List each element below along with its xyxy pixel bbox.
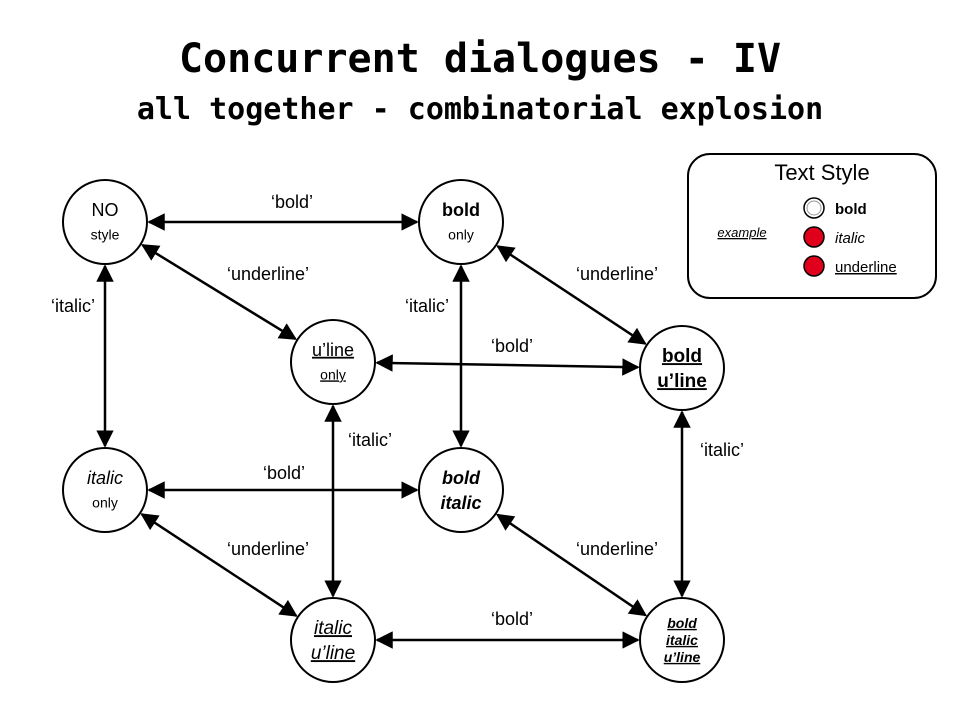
transition-arrow-bold-italic-to-bold-italic-uline — [495, 513, 648, 617]
state-circle-bold — [418, 179, 504, 265]
state-bold-italic: bold italic — [418, 447, 504, 533]
state-label-bold-uline-2: u’line — [657, 371, 707, 392]
legend-italic-indicator — [803, 226, 825, 248]
slide-title: Concurrent dialogues - IV — [178, 36, 782, 82]
transition-label-italic-uline-to-bold-italic-uline: ‘bold’ — [491, 609, 533, 629]
state-label-bold-1: bold — [442, 200, 480, 220]
legend-italic-label: italic — [835, 230, 866, 247]
transition-arrow-italic-to-italic-uline — [140, 513, 298, 617]
state-circle-bold-italic-uline — [639, 597, 725, 683]
state-bold: bold only — [418, 179, 504, 265]
transition-label-bold-to-bold-italic: ‘italic’ — [405, 296, 449, 316]
transition-arrow-uline-to-bold-uline — [375, 354, 640, 376]
state-uline: u’line only — [290, 319, 376, 405]
state-label-uline-1: u’line — [312, 340, 354, 360]
transition-arrow-none-to-uline — [141, 243, 297, 341]
state-label-bold-italic-2: italic — [440, 493, 481, 513]
state-circle-bold-uline — [639, 325, 725, 411]
state-italic: italic only — [62, 447, 148, 533]
transition-label-none-to-uline: ‘underline’ — [227, 264, 309, 284]
state-none: NO style — [62, 179, 148, 265]
state-label-italic-uline-1: italic — [314, 618, 353, 639]
state-label-bold-2: only — [448, 226, 474, 242]
state-label-uline-2: only — [320, 366, 346, 382]
transition-label-bold-uline-to-bold-italic-uline: ‘italic’ — [700, 440, 744, 460]
state-label-bold-italic-uline-1: bold — [667, 615, 697, 631]
slide-subtitle: all together - combinatorial explosion — [136, 92, 824, 127]
state-label-bold-italic-1: bold — [442, 468, 481, 488]
transition-label-none-to-bold: ‘bold’ — [271, 192, 313, 212]
legend-bold-indicator-ring — [806, 200, 822, 216]
legend-example: example — [717, 225, 766, 240]
legend-underline-label: underline — [835, 259, 897, 276]
state-label-bold-uline-1: bold — [662, 346, 702, 367]
state-label-none-2: style — [91, 226, 120, 242]
transition-label-italic-to-italic-uline: ‘underline’ — [227, 539, 309, 559]
state-bold-uline: bold u’line — [639, 325, 725, 411]
state-label-none-1: NO — [92, 200, 119, 220]
transition-arrow-bold-to-bold-uline — [496, 245, 647, 345]
legend-box — [687, 153, 937, 299]
text-style-legend: Text Style example bold italic underline — [687, 153, 937, 299]
transition-label-bold-to-bold-uline: ‘underline’ — [576, 264, 658, 284]
state-italic-uline: italic u’line — [290, 597, 376, 683]
transition-label-bold-italic-to-bold-italic-uline: ‘underline’ — [576, 539, 658, 559]
transition-label-uline-to-bold-uline: ‘bold’ — [491, 336, 533, 356]
legend-underline-indicator — [803, 255, 825, 277]
legend-title: Text Style — [774, 160, 869, 185]
state-circle-italic — [62, 447, 148, 533]
state-label-bold-italic-uline-2: italic — [666, 632, 698, 648]
transition-label-none-to-italic: ‘italic’ — [51, 296, 95, 316]
state-circle-italic-uline — [290, 597, 376, 683]
state-label-italic-2: only — [92, 494, 118, 510]
transition-label-italic-to-bold-italic: ‘bold’ — [263, 463, 305, 483]
state-circle-bold-italic — [418, 447, 504, 533]
state-label-italic-1: italic — [87, 468, 123, 488]
state-circle-none — [62, 179, 148, 265]
legend-bold-label: bold — [835, 201, 867, 218]
state-label-italic-uline-2: u’line — [311, 643, 355, 664]
state-circle-uline — [290, 319, 376, 405]
transition-label-uline-to-italic-uline: ‘italic’ — [348, 430, 392, 450]
state-label-bold-italic-uline-3: u’line — [664, 649, 701, 665]
